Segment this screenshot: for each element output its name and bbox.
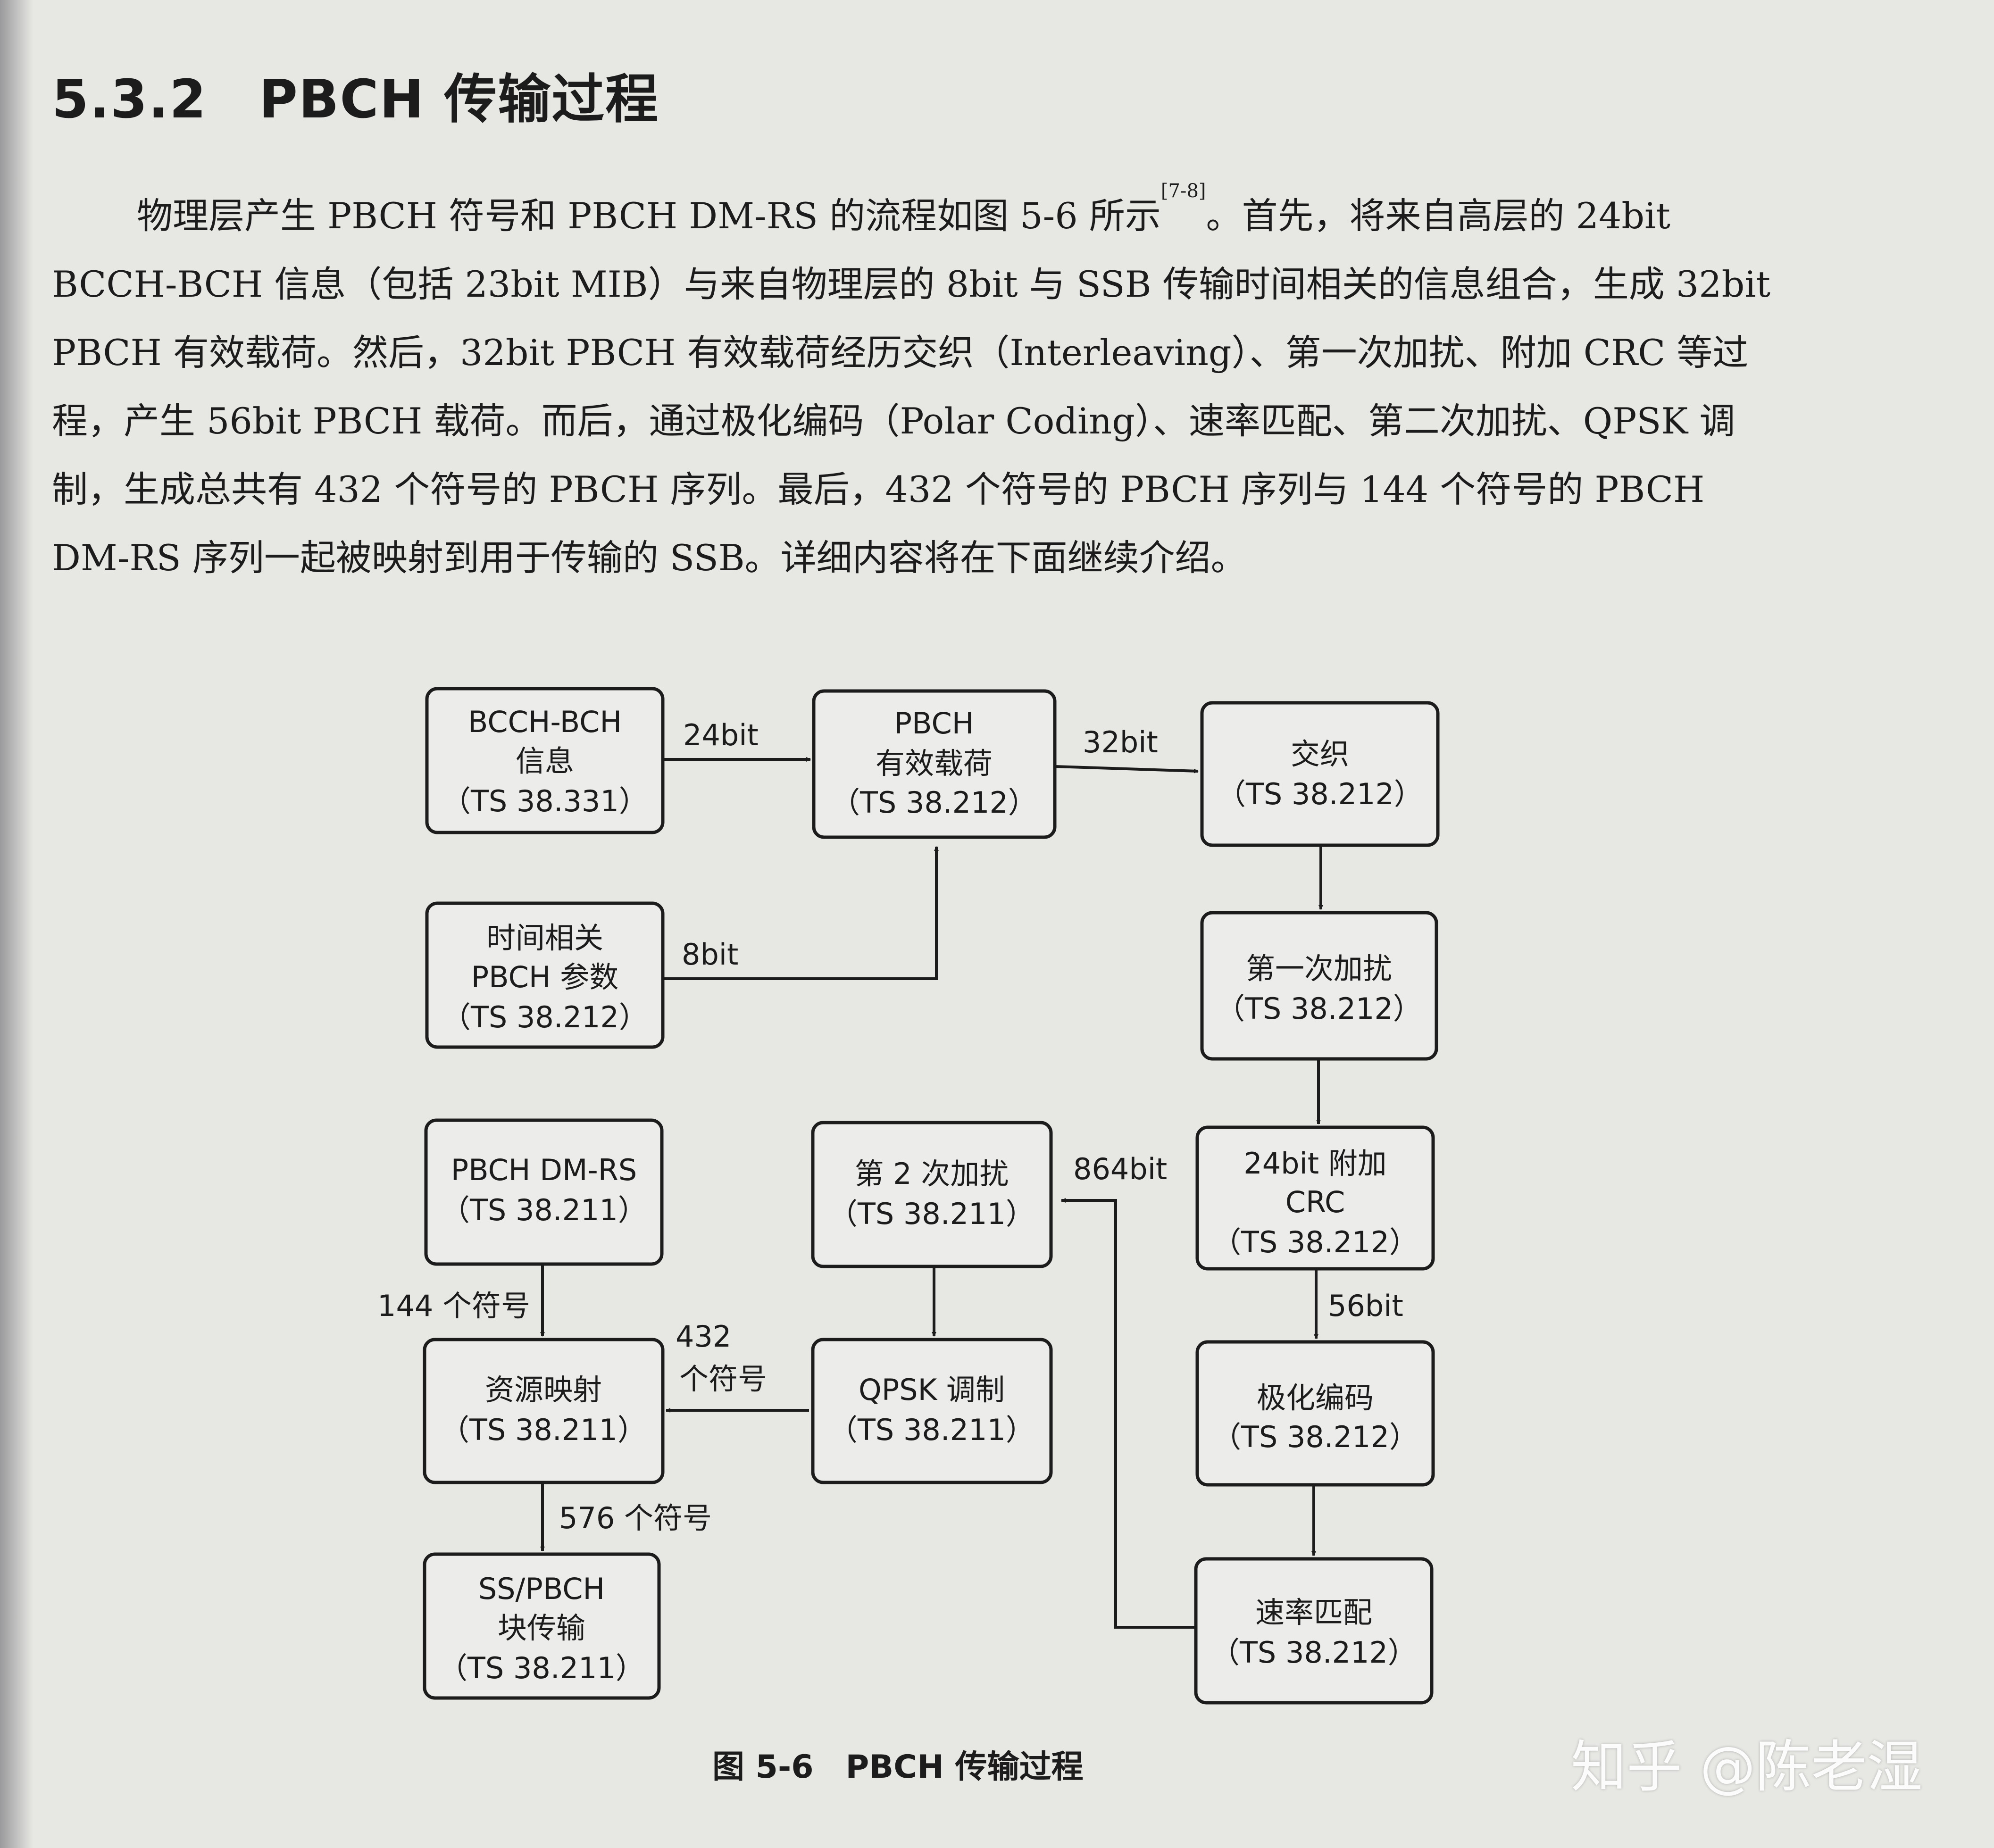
box-interleave: 交织 （TS 38.212）	[1200, 701, 1440, 847]
svg-text:速率匹配: 速率匹配	[1255, 1595, 1372, 1630]
box-pbch-dmrs: PBCH DM-RS （TS 38.211）	[424, 1118, 664, 1266]
svg-text:（TS 38.331）: （TS 38.331）	[442, 784, 648, 818]
arrow-ratematch-to-scramble2	[1061, 1198, 1196, 1629]
label-8bit: 8bit	[682, 937, 738, 972]
svg-text:第 2 次加扰: 第 2 次加扰	[855, 1157, 1009, 1191]
svg-text:（TS 38.211）: （TS 38.211）	[828, 1197, 1035, 1231]
section-number: 5.3.2	[52, 69, 207, 130]
svg-text:块传输: 块传输	[498, 1611, 585, 1645]
svg-text:（TS 38.211）: （TS 38.211）	[440, 1413, 647, 1447]
section-heading: 5.3.2 PBCH 传输过程	[52, 57, 659, 133]
svg-text:QPSK 调制: QPSK 调制	[859, 1373, 1005, 1407]
box-time-params: 时间相关 PBCH 参数 （TS 38.212）	[425, 901, 665, 1049]
box-bcch-bch: BCCH-BCH 信息 （TS 38.331）	[425, 687, 665, 834]
figure-caption: 图 5-6 PBCH 传输过程	[712, 1748, 1084, 1786]
svg-text:（TS 38.212）: （TS 38.212）	[1212, 1225, 1418, 1259]
paragraph-text-rest: 。首先，将来自高层的 24bit BCCH-BCH 信息（包括 23bit MI…	[52, 195, 1771, 579]
label-32bit: 32bit	[1083, 725, 1158, 759]
box-polar-coding: 极化编码 （TS 38.212）	[1195, 1340, 1435, 1487]
svg-text:（TS 38.212）: （TS 38.212）	[831, 785, 1037, 820]
label-432: 432	[676, 1319, 731, 1354]
svg-text:（TS 38.212）: （TS 38.212）	[1217, 777, 1423, 811]
label-432-symbols: 个符号	[679, 1362, 767, 1396]
body-paragraph: 物理层产生 PBCH 符号和 PBCH DM-RS 的流程如图 5-6 所示[7…	[52, 182, 1793, 592]
box-resource-mapping: 资源映射 （TS 38.211）	[423, 1338, 665, 1484]
section-title-text: PBCH 传输过程	[259, 69, 659, 130]
svg-text:交织: 交织	[1291, 737, 1349, 771]
svg-text:时间相关: 时间相关	[486, 921, 603, 955]
svg-text:（TS 38.211）: （TS 38.211）	[438, 1651, 645, 1685]
arrow-time-to-payload	[663, 846, 939, 980]
svg-text:资源映射: 资源映射	[485, 1373, 602, 1407]
svg-text:SS/PBCH: SS/PBCH	[478, 1572, 605, 1606]
arrow-payload-to-interleave	[1054, 765, 1199, 774]
svg-text:（TS 38.211）: （TS 38.211）	[828, 1413, 1035, 1447]
label-576-symbols: 576 个符号	[559, 1501, 712, 1535]
box-second-scramble: 第 2 次加扰 （TS 38.211）	[811, 1121, 1053, 1268]
svg-text:有效载荷: 有效载荷	[876, 746, 993, 781]
svg-text:PBCH: PBCH	[894, 706, 974, 741]
svg-text:（TS 38.212）: （TS 38.212）	[442, 1000, 648, 1034]
box-pbch-payload: PBCH 有效载荷 （TS 38.212）	[812, 689, 1057, 839]
box-ssb-transmission: SS/PBCH 块传输 （TS 38.211）	[423, 1552, 661, 1700]
svg-text:PBCH DM-RS: PBCH DM-RS	[451, 1153, 637, 1187]
citation-ref: [7-8]	[1160, 180, 1206, 202]
label-864bit: 864bit	[1073, 1152, 1167, 1186]
box-first-scramble: 第一次加扰 （TS 38.212）	[1200, 911, 1438, 1061]
svg-text:信息: 信息	[516, 744, 574, 778]
box-rate-matching: 速率匹配 （TS 38.212）	[1194, 1557, 1434, 1705]
box-attach-crc: 24bit 附加 CRC （TS 38.212）	[1195, 1125, 1435, 1271]
label-144-symbols: 144 个符号	[377, 1289, 530, 1323]
svg-text:BCCH-BCH: BCCH-BCH	[468, 705, 622, 739]
svg-text:PBCH 参数: PBCH 参数	[471, 960, 618, 994]
svg-text:24bit 附加: 24bit 附加	[1243, 1146, 1387, 1181]
svg-text:（TS 38.212）: （TS 38.212）	[1216, 991, 1422, 1026]
watermark: 知乎 @陈老湿	[1571, 1734, 1923, 1799]
label-56bit: 56bit	[1328, 1289, 1403, 1323]
svg-text:第一次加扰: 第一次加扰	[1246, 951, 1392, 986]
svg-text:极化编码: 极化编码	[1257, 1381, 1374, 1415]
box-qpsk: QPSK 调制 （TS 38.211）	[811, 1338, 1053, 1484]
svg-text:（TS 38.211）: （TS 38.211）	[441, 1193, 647, 1227]
svg-text:CRC: CRC	[1285, 1185, 1345, 1219]
page-gutter-shadow	[0, 0, 33, 1848]
svg-text:（TS 38.212）: （TS 38.212）	[1212, 1420, 1418, 1454]
svg-text:（TS 38.212）: （TS 38.212）	[1210, 1635, 1417, 1670]
paragraph-text-start: 物理层产生 PBCH 符号和 PBCH DM-RS 的流程如图 5-6 所示	[137, 195, 1161, 237]
label-24bit: 24bit	[683, 718, 759, 752]
